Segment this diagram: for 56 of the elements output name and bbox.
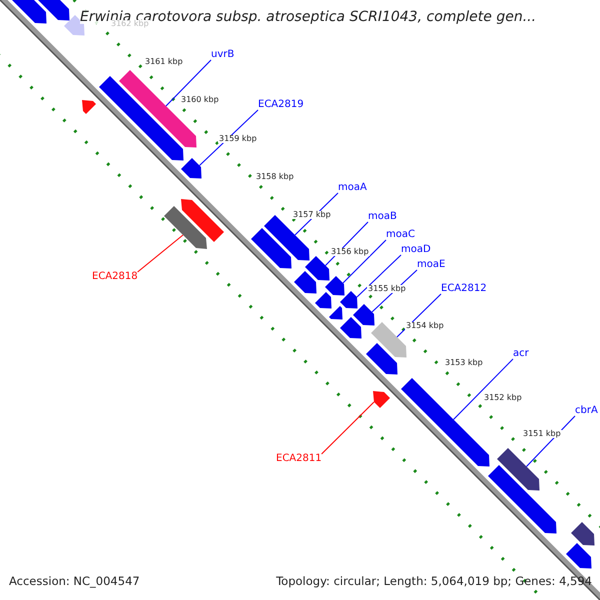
gene-bar: [353, 304, 374, 326]
scale-label: 3161 kbp: [144, 58, 184, 66]
gene-label: ECA2819: [258, 100, 304, 110]
gene-label: moaC: [386, 230, 415, 240]
leader-line: [356, 254, 402, 298]
leader-line: [526, 416, 576, 467]
leader-line: [396, 294, 442, 338]
gene-bar: [488, 465, 556, 534]
leader-line: [342, 240, 386, 284]
leader-line: [166, 60, 212, 106]
scale-label: 3158 kbp: [255, 173, 295, 181]
gene-bar: [571, 522, 594, 546]
scale-label: 3155 kbp: [367, 285, 407, 293]
scale-label: 3157 kbp: [292, 211, 332, 219]
gene-label: ECA2812: [441, 284, 487, 294]
leader-line: [453, 358, 514, 420]
gene-bar: [181, 158, 202, 178]
gene-label: cbrA: [575, 406, 598, 416]
scale-label: 3160 kbp: [180, 96, 220, 104]
gene-bar: [99, 76, 184, 160]
gene-bar: [325, 276, 344, 296]
leader-line: [199, 110, 258, 166]
gene-bar: [315, 292, 332, 308]
scale-label: 3162 kbp: [110, 20, 150, 28]
gene-label: ECA2818: [92, 272, 138, 282]
gene-label: uvrB: [211, 50, 234, 60]
gene-label: moaA: [338, 183, 367, 193]
gene-bar: [340, 317, 362, 338]
gene-bar: [366, 343, 398, 374]
gene-bar: [251, 228, 292, 268]
gene-label: moaD: [401, 245, 431, 255]
gene-label: moaE: [417, 260, 446, 270]
footer-text: Accession: NC_004547: [9, 576, 140, 588]
gene-bar: [371, 322, 406, 358]
gene-label: ECA2811: [276, 454, 322, 464]
gene-bar: [82, 100, 96, 114]
gene-bar: [294, 271, 316, 294]
gene-bar: [305, 256, 330, 280]
scale-label: 3159 kbp: [218, 135, 258, 143]
gene-bar: [340, 291, 358, 308]
scale-label: 3151 kbp: [522, 430, 562, 438]
gene-bar: [164, 206, 207, 249]
scale-label: 3153 kbp: [444, 359, 484, 367]
gene-bar: [181, 199, 224, 242]
scale-label: 3156 kbp: [330, 248, 370, 256]
leader-line: [137, 234, 184, 272]
gene-bar: [373, 391, 390, 408]
leader-line: [294, 192, 338, 236]
gene-bar: [497, 448, 540, 490]
leader-line: [321, 402, 374, 454]
scale-label: 3152 kbp: [483, 394, 523, 402]
gene-bar: [329, 306, 342, 320]
gene-label: acr: [513, 349, 529, 359]
gene-bar: [566, 543, 592, 568]
gene-label: moaB: [368, 212, 397, 222]
scale-label: 3154 kbp: [405, 322, 445, 330]
